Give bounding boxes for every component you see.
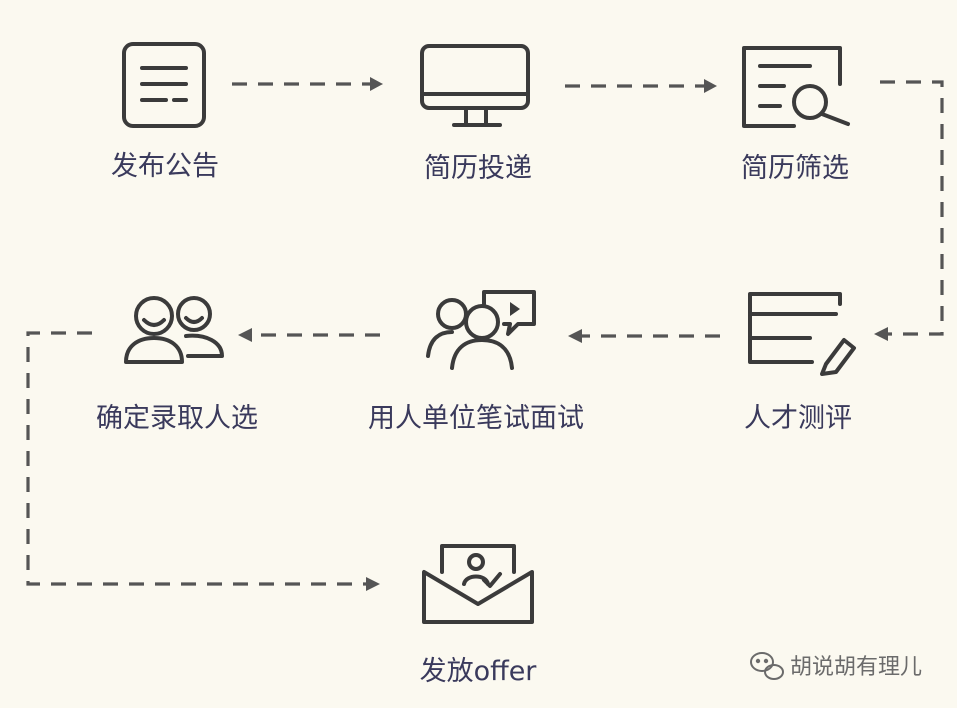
step-label-submit: 简历投递 <box>424 153 532 184</box>
step-send-offer: 发放offer <box>420 544 538 687</box>
step-label-post: 发布公告 <box>111 151 219 182</box>
flow-connectors <box>26 77 944 591</box>
smiling-people-icon <box>124 296 224 364</box>
step-resume-submit: 简历投递 <box>420 44 532 184</box>
step-label-select: 确定录取人选 <box>96 403 258 434</box>
connector-assess-to-interview <box>568 329 720 343</box>
step-talent-assessment: 人才测评 <box>744 292 856 434</box>
offer-envelope-icon <box>422 544 534 624</box>
connector-select-to-offer <box>26 331 380 591</box>
resume-search-icon <box>742 46 850 128</box>
connector-submit-to-screen <box>565 79 717 93</box>
step-confirm-hire: 确定录取人选 <box>96 296 258 434</box>
step-label-offer: 发放offer <box>420 656 538 687</box>
step-label-assess: 人才测评 <box>744 403 852 434</box>
connector-screen-to-assess <box>874 80 944 341</box>
connector-post-to-submit <box>232 77 383 91</box>
people-chat-icon <box>426 290 536 370</box>
clipboard-pen-icon <box>748 292 856 376</box>
step-resume-screen: 简历筛选 <box>741 46 850 184</box>
connector-interview-to-select <box>238 328 380 342</box>
monitor-icon <box>420 44 530 127</box>
watermark-text: 胡说胡有理儿 <box>790 655 922 680</box>
watermark: 胡说胡有理儿 <box>750 652 922 680</box>
step-post-notice: 发布公告 <box>111 42 219 182</box>
step-label-screen: 简历筛选 <box>741 153 849 184</box>
step-written-interview: 用人单位笔试面试 <box>368 290 584 434</box>
chat-bubbles-icon <box>750 652 784 680</box>
step-label-interview: 用人单位笔试面试 <box>368 403 584 434</box>
notice-document-icon <box>122 42 206 128</box>
